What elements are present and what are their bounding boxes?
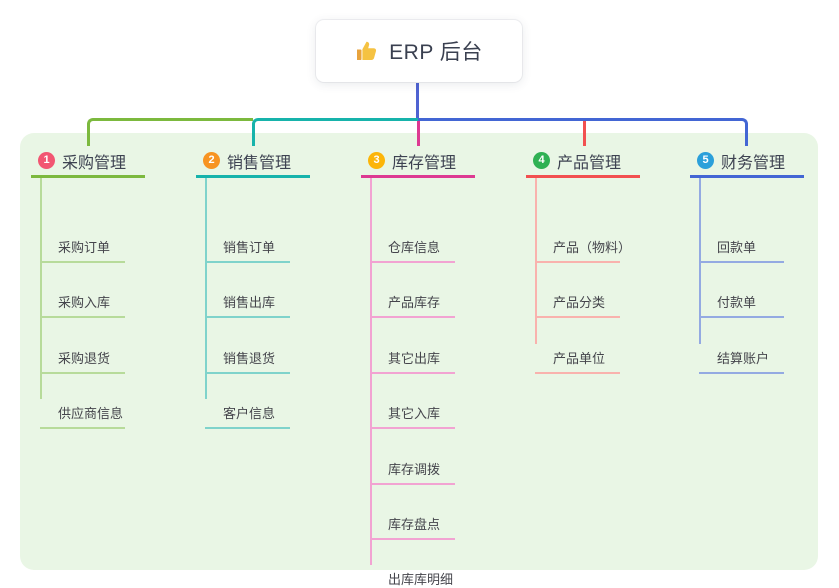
branch-spine-line [535, 178, 537, 344]
sub-item[interactable]: 产品（物料） [535, 231, 631, 263]
sub-item[interactable]: 回款单 [699, 231, 784, 263]
sub-item-label: 库存盘点 [388, 517, 441, 532]
sub-item[interactable]: 采购订单 [40, 231, 125, 263]
sub-item[interactable]: 出库库明细 [370, 563, 455, 588]
branch-title[interactable]: 3 库存管理 [361, 146, 475, 178]
branch-node-3: 3 库存管理 仓库信息 产品库存 其它出库 其它入库 库存调拨 库存盘点 出库库… [361, 146, 475, 587]
branch-number-badge: 1 [38, 152, 55, 169]
branch-spine-line [205, 178, 207, 400]
sub-item[interactable]: 采购入库 [40, 286, 125, 319]
branch-label: 产品管理 [557, 154, 622, 172]
branch-node-4: 4 产品管理 产品（物料） 产品分类 产品单位 [526, 146, 640, 374]
branch-number-badge: 3 [368, 152, 385, 169]
sub-item[interactable]: 付款单 [699, 286, 784, 319]
root-node[interactable]: ERP 后台 [316, 20, 522, 82]
sub-item-label: 产品单位 [553, 350, 606, 366]
sub-item[interactable]: 产品分类 [535, 286, 620, 319]
sub-item[interactable]: 客户信息 [205, 397, 290, 430]
sub-item[interactable]: 销售退货 [205, 342, 290, 374]
branches-panel [20, 133, 818, 570]
sub-item[interactable]: 供应商信息 [40, 397, 125, 430]
branch-node-5: 5 财务管理 回款单 付款单 结算账户 [690, 146, 804, 374]
branch-label: 采购管理 [62, 154, 127, 172]
branch-title[interactable]: 4 产品管理 [526, 146, 640, 178]
sub-item-label: 其它入库 [388, 406, 441, 422]
connector-branch-2 [252, 118, 418, 146]
connector-branch-4 [583, 121, 586, 146]
sub-item-label: 销售出库 [223, 295, 276, 311]
sub-item-label: 产品分类 [553, 295, 606, 311]
sub-item[interactable]: 产品单位 [535, 342, 620, 374]
thumbs-up-icon [357, 41, 377, 60]
sub-item-label: 仓库信息 [388, 240, 441, 255]
sub-item-label: 其它出库 [388, 350, 441, 366]
sub-item[interactable]: 库存盘点 [370, 508, 455, 540]
sub-item-label: 采购退货 [58, 350, 111, 366]
branch-number-badge: 5 [697, 152, 714, 169]
sub-item-label: 出库库明细 [388, 572, 454, 588]
sub-item[interactable]: 其它入库 [370, 397, 455, 430]
sub-item[interactable]: 结算账户 [699, 342, 784, 374]
sub-item-label: 客户信息 [223, 406, 276, 422]
branch-spine-line [699, 178, 701, 344]
sub-item-label: 销售退货 [223, 350, 276, 366]
branch-node-2: 2 销售管理 销售订单 销售出库 销售退货 客户信息 [196, 146, 310, 430]
sub-item[interactable]: 仓库信息 [370, 231, 455, 263]
sub-item-label: 采购订单 [58, 240, 111, 255]
branch-number-badge: 4 [533, 152, 550, 169]
sub-item[interactable]: 销售订单 [205, 231, 290, 263]
sub-item-label: 采购入库 [58, 295, 111, 311]
connector-branch-5 [418, 118, 748, 146]
sub-item-label: 库存调拨 [388, 461, 441, 477]
sub-item-label: 供应商信息 [58, 406, 124, 422]
branch-node-1: 1 采购管理 采购订单 采购入库 采购退货 供应商信息 [31, 146, 145, 430]
branch-title[interactable]: 1 采购管理 [31, 146, 145, 178]
branch-number-badge: 2 [203, 152, 220, 169]
sub-item-label: 回款单 [717, 240, 757, 255]
sub-item[interactable]: 产品库存 [370, 286, 455, 319]
sub-item[interactable]: 其它出库 [370, 342, 455, 374]
branch-spine-line [40, 178, 42, 400]
root-stem-line [416, 82, 419, 121]
sub-item-label: 销售订单 [223, 240, 276, 255]
sub-item-label: 结算账户 [717, 350, 770, 366]
connector-branch-1 [87, 118, 253, 146]
sub-item[interactable]: 采购退货 [40, 342, 125, 374]
branch-title[interactable]: 2 销售管理 [196, 146, 310, 178]
sub-item[interactable]: 库存调拨 [370, 453, 455, 485]
branch-label: 销售管理 [227, 154, 292, 172]
root-label: ERP 后台 [389, 41, 483, 64]
sub-item-label: 产品（物料） [553, 240, 632, 255]
sub-item[interactable]: 销售出库 [205, 286, 290, 319]
connector-branch-3 [417, 121, 420, 146]
branch-spine-line [370, 178, 372, 566]
branch-label: 财务管理 [721, 154, 786, 172]
sub-item-label: 产品库存 [388, 295, 441, 311]
branch-title[interactable]: 5 财务管理 [690, 146, 804, 178]
sub-item-label: 付款单 [717, 295, 757, 311]
branch-label: 库存管理 [392, 154, 457, 172]
